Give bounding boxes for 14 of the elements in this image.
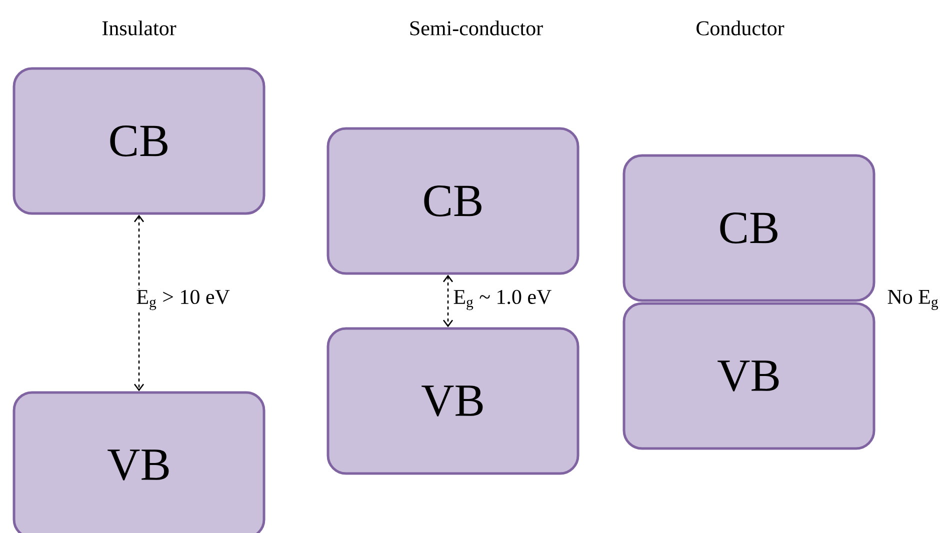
column-title: Conductor xyxy=(696,20,784,36)
band-box: VB xyxy=(12,391,266,533)
dashed-arrow xyxy=(134,214,144,392)
edge-label: E$_{g}$ > 10 eV xyxy=(135,288,231,312)
edge-label: E$_{g}$ ~ 1.0 eV xyxy=(452,288,553,312)
band-box: VB xyxy=(622,302,876,450)
band-box: CB xyxy=(326,127,580,275)
gap-label: No E$_{g}$ xyxy=(888,290,938,310)
dashed-arrow xyxy=(442,274,454,328)
band-box: CB xyxy=(12,67,266,215)
column-title: Semi-conductor xyxy=(410,20,543,36)
column-title: Insulator xyxy=(102,20,176,36)
band-box: CB xyxy=(622,154,876,302)
band-box: VB xyxy=(326,327,580,475)
